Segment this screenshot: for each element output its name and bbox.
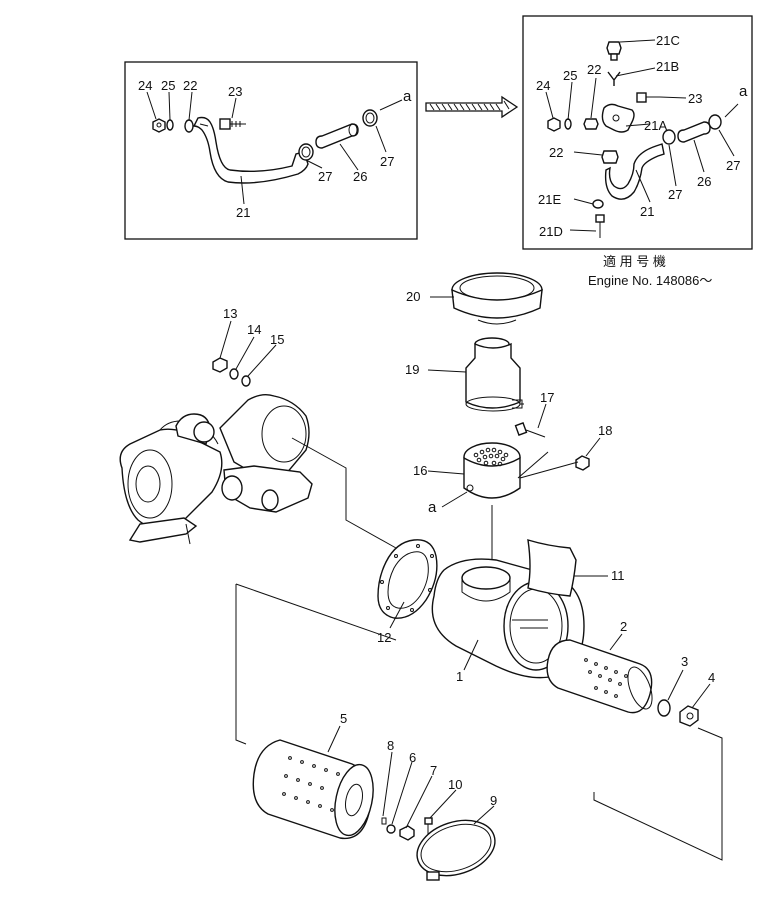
inset-right: 21C 24 25 22 21B 23 a 21A 22 26 27 27 21…: [522, 15, 753, 250]
label-21E: 21E: [538, 192, 561, 207]
label-14: 14: [247, 322, 261, 337]
label-26: 26: [697, 174, 711, 189]
label-24: 24: [536, 78, 550, 93]
transition-arrow: [425, 95, 519, 119]
label-18: 18: [598, 423, 612, 438]
washer-6: [386, 824, 396, 834]
bolt-23: [219, 118, 246, 130]
label-a: a: [403, 88, 412, 105]
gasket-12: [377, 539, 438, 619]
label-22: 22: [549, 145, 563, 160]
label-1: 1: [456, 669, 463, 684]
precleaner-16: [463, 442, 521, 560]
label-17: 17: [540, 390, 554, 405]
label-6: 6: [409, 750, 416, 765]
label-21A: 21A: [644, 118, 667, 133]
washer-25: [166, 119, 174, 131]
washer-25: [564, 118, 572, 130]
bolt-21D: [595, 214, 605, 238]
note-line-2: Engine No. 148086～: [588, 273, 712, 288]
label-22: 22: [587, 62, 601, 77]
label-4: 4: [708, 670, 715, 685]
label-27: 27: [726, 158, 740, 173]
label-5: 5: [340, 711, 347, 726]
gasket-22-a: [583, 118, 599, 130]
gasket-22-b: [601, 150, 619, 164]
cap-20: [451, 272, 543, 325]
element-2: [546, 639, 653, 714]
nut-24: [547, 117, 561, 132]
label-27: 27: [668, 187, 682, 202]
fitting-21C: [606, 41, 622, 61]
wing-bolt-7: [399, 825, 415, 841]
label-10: 10: [448, 777, 462, 792]
label-a: a: [428, 499, 437, 516]
clamp-27-b: [362, 109, 378, 127]
label-8: 8: [387, 738, 394, 753]
label-21: 21: [236, 205, 250, 220]
label-21D: 21D: [539, 224, 563, 239]
label-23: 23: [688, 91, 702, 106]
nut-18: [575, 455, 590, 471]
pipe-21: [604, 143, 665, 200]
label-16: 16: [413, 463, 427, 478]
label-11: 11: [611, 568, 625, 583]
label-24: 24: [138, 78, 152, 93]
block-21A: [601, 103, 635, 133]
label-plate-11: [527, 539, 577, 597]
clamp-27-b: [708, 114, 722, 130]
label-12: 12: [377, 630, 391, 645]
hose-26: [315, 123, 359, 149]
element-5: [252, 739, 374, 840]
applicability-note: 適 用 号 機 Engine No. 148086～: [588, 254, 712, 288]
washer-15: [241, 375, 251, 387]
washer-14: [229, 368, 239, 380]
pipe-21: [192, 116, 309, 184]
inset-right-frame: [522, 15, 753, 250]
label-13: 13: [223, 306, 237, 321]
label-25: 25: [161, 78, 175, 93]
label-23: 23: [228, 84, 242, 99]
bolt-17: [514, 422, 546, 438]
label-27: 27: [318, 169, 332, 184]
label-3: 3: [681, 654, 688, 669]
funnel-19: [465, 337, 524, 412]
hose-26: [677, 121, 711, 143]
note-line-1: 適 用 号 機: [603, 254, 666, 269]
wing-nut-4: [679, 705, 699, 727]
label-22: 22: [183, 78, 197, 93]
label-15: 15: [270, 332, 284, 347]
inset-left-frame: [124, 61, 418, 240]
connector-21B: [607, 71, 621, 86]
label-19: 19: [405, 362, 419, 377]
label-21B: 21B: [656, 59, 679, 74]
bolt-23: [636, 92, 660, 103]
label-26: 26: [353, 169, 367, 184]
label-20: 20: [406, 289, 420, 304]
clamp-27-a: [662, 129, 676, 145]
band-9: [416, 819, 496, 881]
clamp-27-a: [298, 143, 314, 161]
washer-3: [657, 699, 671, 717]
label-2: 2: [620, 619, 627, 634]
label-9: 9: [490, 793, 497, 808]
pin-8: [381, 817, 387, 825]
label-21C: 21C: [656, 33, 680, 48]
nut-24: [152, 118, 166, 133]
main-assembly: 20 19 17 18 16 a 13 14 15 11 12 1 2 3 4 …: [119, 272, 723, 881]
inset-left: 24 25 22 23 a 27 26 27 21: [124, 61, 418, 240]
label-27: 27: [380, 154, 394, 169]
washer-22: [184, 119, 194, 133]
nut-13: [212, 357, 228, 373]
washer-21E: [592, 199, 604, 209]
label-7: 7: [430, 763, 437, 778]
label-21: 21: [640, 204, 654, 219]
label-25: 25: [563, 68, 577, 83]
label-a: a: [739, 83, 748, 100]
turbocharger: [119, 393, 313, 545]
